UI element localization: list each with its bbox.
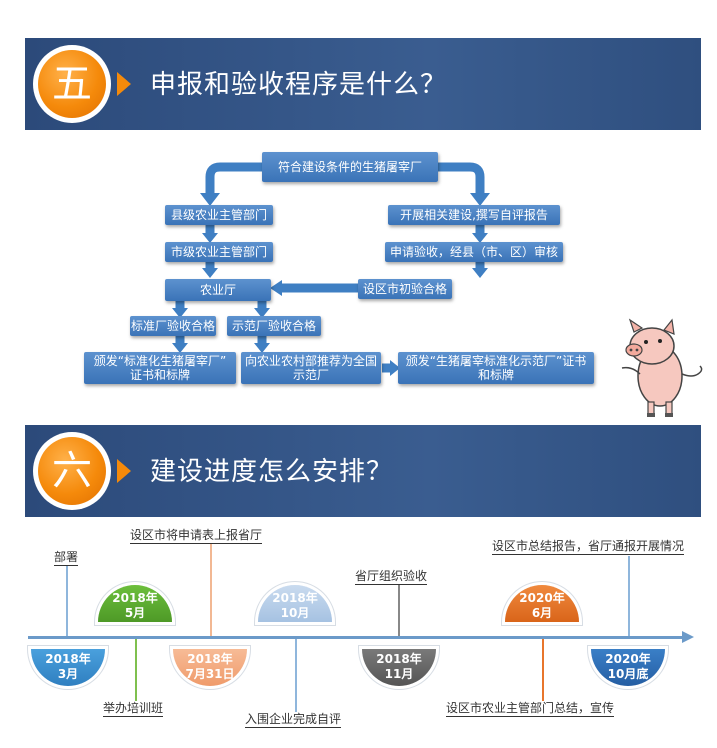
banner-background — [25, 38, 701, 130]
flow-agri-dept-box: 农业厅 — [165, 279, 271, 301]
section-6-banner: 六 建设进度怎么安排？ — [25, 425, 701, 517]
flow-apply-review-box: 申请验收，经县（市、区）审核 — [385, 242, 563, 262]
section-number: 五 — [38, 50, 106, 118]
section-number-badge: 六 — [33, 432, 111, 510]
flow-demo-pass-box: 示范厂验收合格 — [227, 316, 321, 336]
timeline-connector — [295, 639, 297, 712]
section-title: 建设进度怎么安排？ — [150, 457, 394, 487]
section-5-banner: 五 申报和验收程序是什么？ — [25, 38, 701, 130]
section-number: 六 — [38, 437, 106, 505]
flow-output-demo-box: 颁发“生猪屠宰标准化示范厂”证书和标牌 — [398, 352, 594, 384]
timeline-connector — [210, 544, 212, 636]
timeline-arrow-icon — [682, 631, 694, 643]
timeline-event-label: 部署 — [54, 550, 79, 566]
timeline-event-label: 入围企业完成自评 — [245, 712, 342, 728]
timeline-event-label: 举办培训班 — [103, 701, 164, 717]
timeline-axis — [28, 636, 683, 639]
flow-county-dept-box: 县级农业主管部门 — [165, 205, 273, 225]
flow-city-prelim-box: 设区市初验合格 — [358, 279, 452, 299]
flow-start-box: 符合建设条件的生猪屠宰厂 — [262, 152, 438, 182]
timeline-connector — [66, 566, 68, 636]
flow-self-assessment-box: 开展相关建设,撰写自评报告 — [388, 205, 560, 225]
banner-background — [25, 425, 701, 517]
flow-city-dept-box: 市级农业主管部门 — [165, 242, 273, 262]
timeline-event-label: 省厅组织验收 — [355, 569, 428, 585]
timeline-event-label: 设区市将申请表上报省厅 — [130, 528, 263, 544]
section-title: 申报和验收程序是什么？ — [150, 70, 448, 100]
timeline-event-label: 设区市农业主管部门总结，宣传 — [446, 701, 615, 717]
flow-standard-pass-box: 标准厂验收合格 — [130, 316, 216, 336]
badge-arrow-icon — [117, 459, 131, 483]
badge-arrow-icon — [117, 72, 131, 96]
flow-output-recommend-box: 向农业农村部推荐为全国示范厂 — [241, 352, 381, 384]
section-number-badge: 五 — [33, 45, 111, 123]
timeline-event-label: 设区市总结报告，省厅通报开展情况 — [492, 539, 685, 555]
flowchart-connectors — [172, 162, 490, 376]
pig-mascot-icon — [621, 318, 703, 417]
timeline-connector — [542, 639, 544, 701]
timeline-connector — [628, 556, 630, 636]
flow-output-standard-box: 颁发“标准化生猪屠宰厂”证书和标牌 — [84, 352, 236, 384]
timeline-connector — [135, 639, 137, 701]
timeline-connector — [398, 585, 400, 636]
